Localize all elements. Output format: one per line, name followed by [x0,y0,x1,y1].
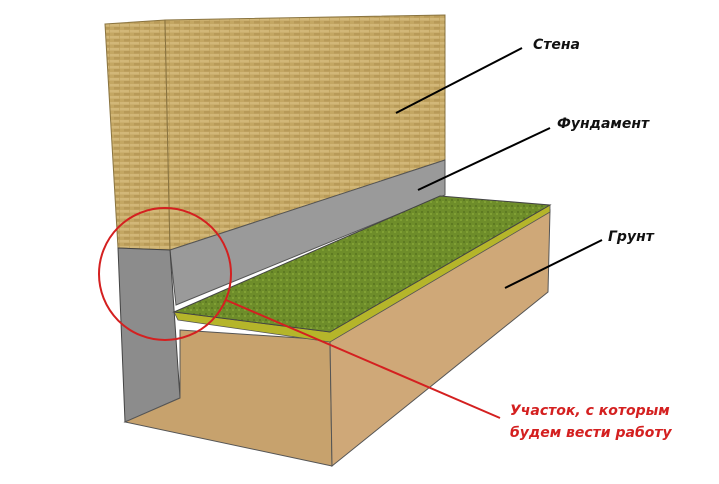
note-line-1: Участок, с которым [510,403,670,419]
work-area-note: Участок, с которым будем вести работу [510,400,672,444]
foundation-side-face [169,159,446,306]
ground-leader-line [504,239,603,289]
highlight-leader-line [225,299,501,419]
wall-label: Стена [533,37,581,53]
ground-label: Грунт [608,229,654,245]
highlight-circle [98,207,232,341]
grass-top [172,195,552,333]
wall-leader-line [395,47,523,114]
foundation-front-face [117,247,181,423]
note-line-2: будем вести работу [510,425,672,441]
foundation-leader-line [417,127,551,191]
wall-front-face [104,19,171,251]
foundation-label: Фундамент [557,116,650,132]
